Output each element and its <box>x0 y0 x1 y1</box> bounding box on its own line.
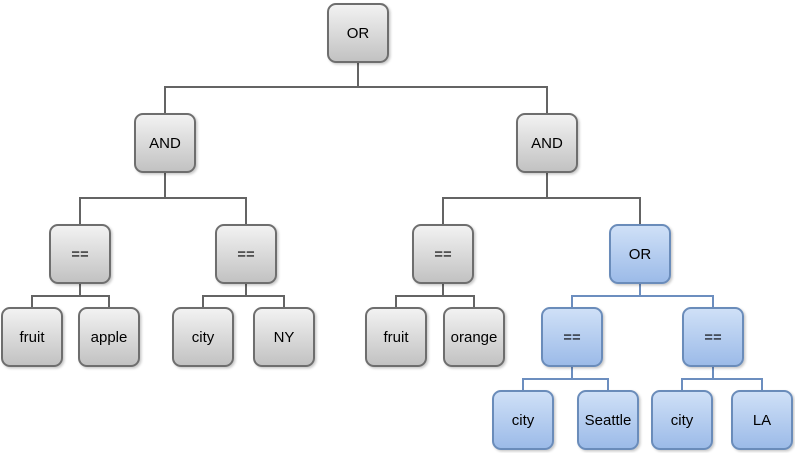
connector-segment <box>522 378 524 390</box>
connector-segment <box>245 284 247 296</box>
tree-node-leaf-city-2: city <box>492 390 554 450</box>
connector-segment <box>395 295 475 297</box>
tree-node-or-root: OR <box>327 3 389 63</box>
connector-segment <box>31 295 110 297</box>
connector-segment <box>202 295 285 297</box>
connector-segment <box>164 173 166 198</box>
connector-segment <box>639 197 641 224</box>
connector-segment <box>79 197 81 224</box>
tree-node-leaf-orange: orange <box>443 307 505 367</box>
connector-segment <box>31 295 33 307</box>
connector-segment <box>283 295 285 307</box>
tree-node-leaf-la: LA <box>731 390 793 450</box>
connector-segment <box>571 295 573 307</box>
connector-segment <box>164 86 166 113</box>
tree-node-leaf-city-1: city <box>172 307 234 367</box>
connector-segment <box>395 295 397 307</box>
connector-segment <box>712 367 714 379</box>
connector-segment <box>681 378 763 380</box>
connector-segment <box>442 284 444 296</box>
connector-segment <box>607 378 609 390</box>
tree-node-eq-city-la: == <box>682 307 744 367</box>
connector-segment <box>571 295 714 297</box>
tree-node-leaf-fruit-2: fruit <box>365 307 427 367</box>
connector-segment <box>639 284 641 296</box>
tree-node-eq-city-ny: == <box>215 224 277 284</box>
connector-segment <box>761 378 763 390</box>
tree-node-eq-city-seattle: == <box>541 307 603 367</box>
tree-node-leaf-city-3: city <box>651 390 713 450</box>
tree-node-and-right: AND <box>516 113 578 173</box>
connector-segment <box>712 295 714 307</box>
connector-segment <box>202 295 204 307</box>
connector-segment <box>442 197 444 224</box>
connector-segment <box>546 173 548 198</box>
connector-segment <box>681 378 683 390</box>
connector-segment <box>79 197 247 199</box>
connector-segment <box>473 295 475 307</box>
connector-segment <box>164 86 548 88</box>
connector-segment <box>108 295 110 307</box>
tree-node-leaf-fruit-1: fruit <box>1 307 63 367</box>
tree-node-leaf-apple: apple <box>78 307 140 367</box>
connector-segment <box>357 63 359 87</box>
connector-segment <box>79 284 81 296</box>
tree-node-leaf-ny: NY <box>253 307 315 367</box>
connector-segment <box>522 378 609 380</box>
connector-segment <box>546 86 548 113</box>
tree-node-eq-fruit-apple: == <box>49 224 111 284</box>
connector-segment <box>245 197 247 224</box>
connector-segment <box>442 197 641 199</box>
connector-segment <box>571 367 573 379</box>
tree-node-or-highlighted: OR <box>609 224 671 284</box>
tree-node-leaf-seattle: Seattle <box>577 390 639 450</box>
tree-node-and-left: AND <box>134 113 196 173</box>
tree-node-eq-fruit-orange: == <box>412 224 474 284</box>
